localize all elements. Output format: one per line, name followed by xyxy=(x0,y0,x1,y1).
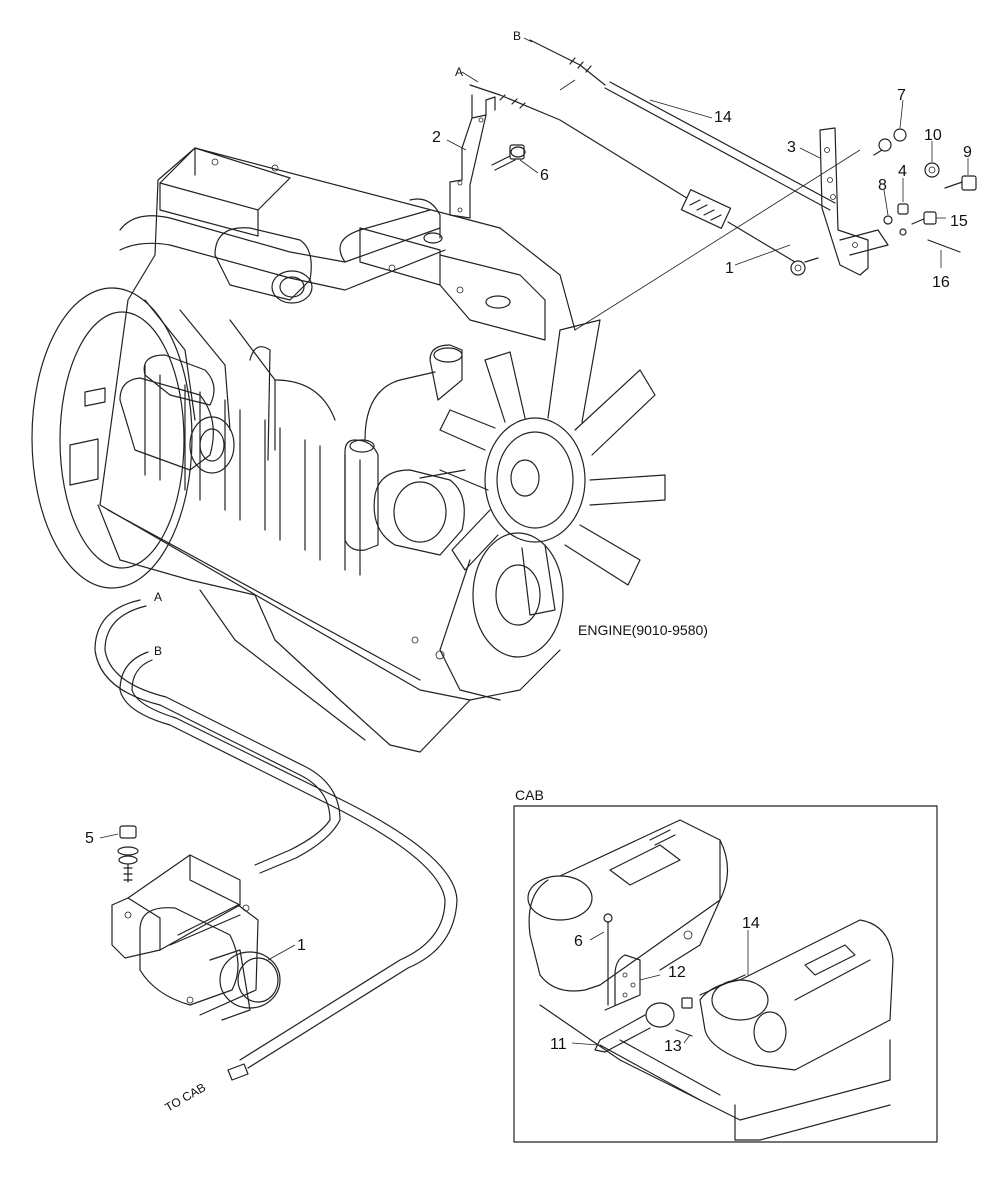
engine-caption: ENGINE(9010-9580) xyxy=(578,622,708,638)
callout-14-top: 14 xyxy=(714,109,732,126)
cable-a-top-label: A xyxy=(455,65,463,79)
connector-labels: B A A B xyxy=(154,29,521,658)
throttle-cable-assembly xyxy=(446,37,977,331)
cab-caption: CAB xyxy=(515,787,544,803)
callout-10: 10 xyxy=(924,127,942,144)
callout-6-top: 6 xyxy=(540,167,549,184)
bracket-2 xyxy=(449,94,496,219)
callout-15: 15 xyxy=(950,213,968,230)
callout-5: 5 xyxy=(85,830,94,847)
cable-b-top-label: B xyxy=(513,29,521,43)
callout-14-cab: 14 xyxy=(742,915,760,932)
callout-16: 16 xyxy=(932,274,950,291)
callout-1-bottom: 1 xyxy=(297,937,306,954)
cab-consoles xyxy=(527,819,894,1141)
callout-1-top: 1 xyxy=(725,260,734,277)
callout-13: 13 xyxy=(664,1038,682,1055)
cab-inset-frame xyxy=(513,805,938,1143)
callout-4: 4 xyxy=(898,163,907,180)
cab-cables xyxy=(94,599,458,1081)
to-cab-caption: TO CAB xyxy=(163,1080,209,1114)
throttle-actuator xyxy=(99,825,296,1021)
callout-8: 8 xyxy=(878,177,887,194)
part-callouts: 2 14 6 3 7 10 9 4 8 15 16 1 5 1 6 14 12 … xyxy=(85,87,972,1055)
cable-a-bottom-label: A xyxy=(154,590,162,604)
cable-b-bottom-label: B xyxy=(154,644,162,658)
callout-3: 3 xyxy=(787,139,796,156)
callout-7: 7 xyxy=(897,87,906,104)
engine-illustration xyxy=(31,147,666,753)
callout-11: 11 xyxy=(550,1036,567,1053)
bracket-3 xyxy=(819,127,869,276)
callout-6-cab: 6 xyxy=(574,933,583,950)
callout-9: 9 xyxy=(963,144,972,161)
callout-12: 12 xyxy=(668,964,686,981)
callout-2: 2 xyxy=(432,129,441,146)
